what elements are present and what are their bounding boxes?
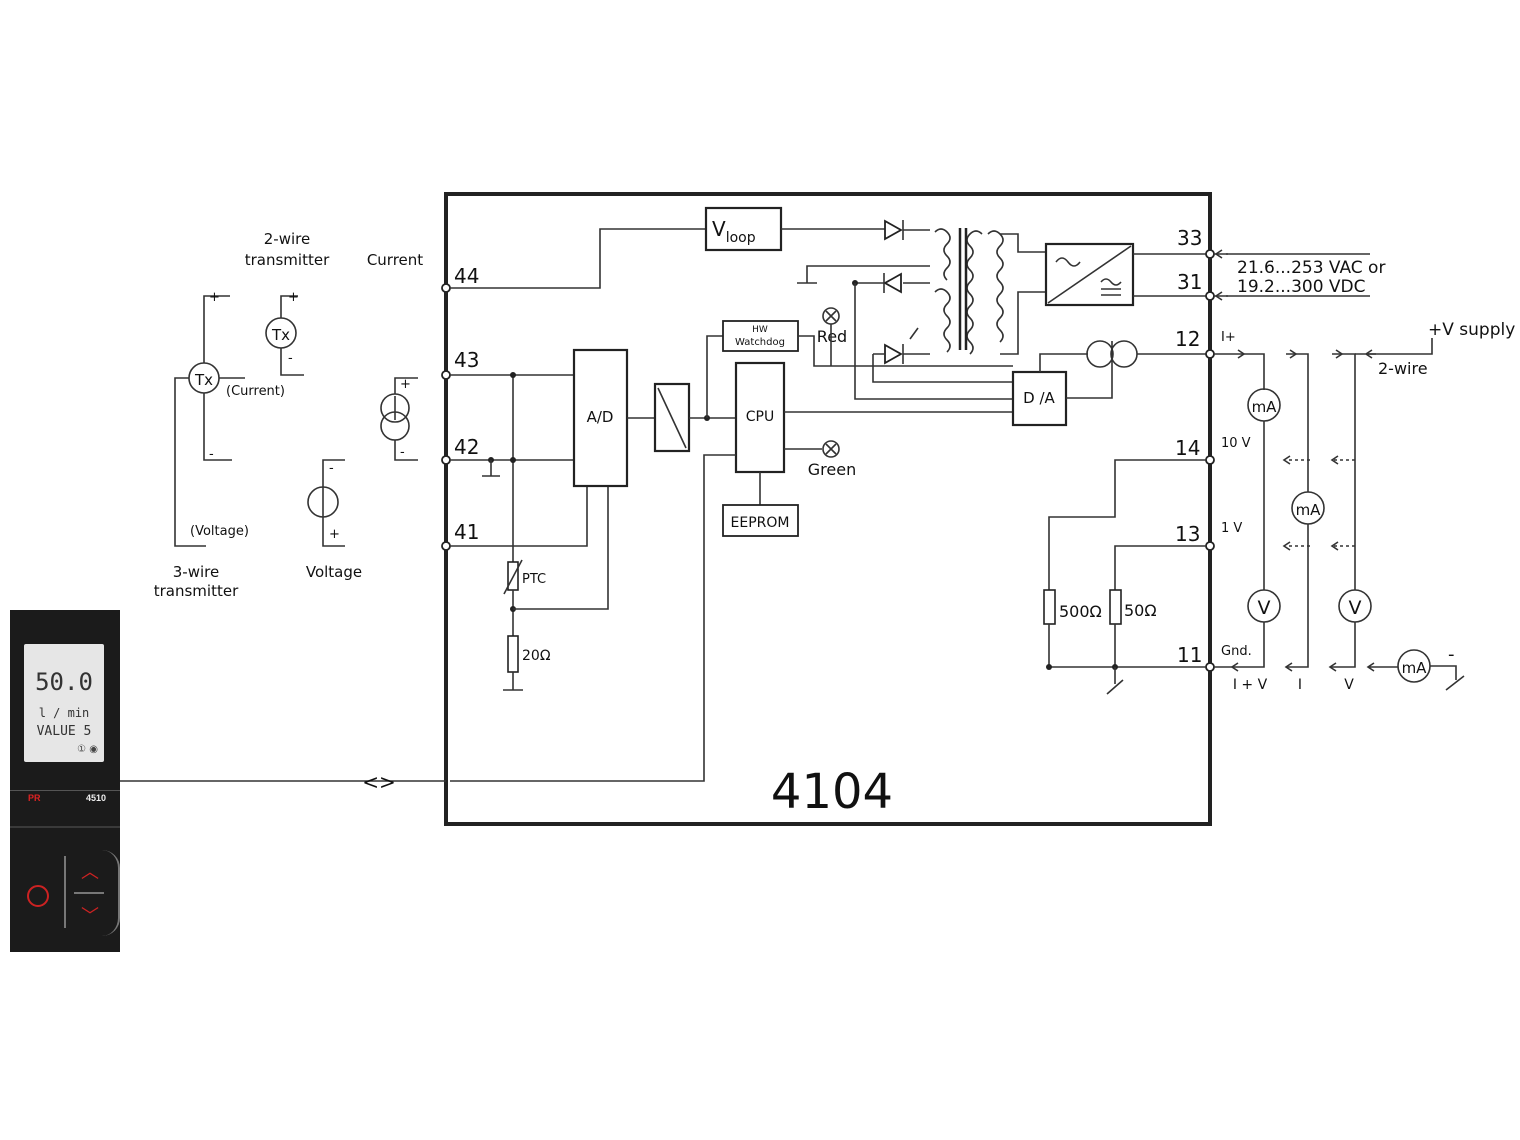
hw-watchdog-block <box>722 320 799 352</box>
minus-label: - <box>1448 644 1455 665</box>
terminal-11: 11 <box>1177 643 1202 667</box>
supply-line-1: 21.6...253 VAC or <box>1237 258 1385 278</box>
vsupply-label: +V supply <box>1428 320 1515 340</box>
brand-logo: PR <box>28 793 41 803</box>
current-source: + - Current <box>367 251 423 461</box>
da-label: D /A <box>1023 389 1055 407</box>
bottom-label-iv: I + V <box>1233 677 1268 693</box>
two-wire-label-2: transmitter <box>245 251 330 269</box>
panel-divider <box>10 826 120 828</box>
tx-2wire-label: Tx <box>271 326 290 344</box>
svg-text:-: - <box>400 445 405 460</box>
svg-text:+: + <box>288 290 299 305</box>
ma-meter-2-label: mA <box>1296 501 1322 519</box>
supply-terminals: 33 31 21.6...253 VAC or 19.2...300 VDC <box>1177 226 1385 301</box>
device-title: 4104 <box>771 764 893 820</box>
red-led: Red <box>817 307 847 346</box>
terminal-33: 33 <box>1177 226 1202 250</box>
svg-text:+: + <box>400 377 411 392</box>
bottom-label-i: I <box>1298 677 1302 693</box>
button-separator <box>64 856 66 928</box>
terminal-42: 42 <box>454 435 479 459</box>
display-separator <box>10 790 120 791</box>
hw-label: HW <box>752 325 768 335</box>
display-value: 50.0 <box>35 668 93 696</box>
ma-meter-4-label: mA <box>1402 659 1428 677</box>
two-wire-label-1: 2-wire <box>264 230 310 248</box>
down-arrow-button[interactable]: ﹀ <box>81 906 99 927</box>
eeprom-label: EEPROM <box>731 515 790 531</box>
label-gnd: Gnd. <box>1221 644 1252 659</box>
terminal-43: 43 <box>454 348 479 372</box>
ad-label: A/D <box>587 408 614 426</box>
terminal-13: 13 <box>1175 522 1200 546</box>
label-1v: 1 V <box>1221 521 1242 536</box>
up-arrow-button[interactable]: ︿ <box>81 862 99 883</box>
terminal-31: 31 <box>1177 270 1202 294</box>
device-4104-box <box>444 192 1212 826</box>
svg-text:-: - <box>209 447 214 462</box>
button-frame-arc <box>102 850 120 936</box>
watchdog-label: Watchdog <box>735 337 785 348</box>
current-note: (Current) <box>226 384 285 399</box>
voltage-label: Voltage <box>306 563 362 581</box>
voltage-source: - + Voltage <box>306 459 362 581</box>
comm-arrow: <> <box>362 770 396 794</box>
display-status-icons: ① ◉ <box>77 744 98 755</box>
green-led: Green <box>808 440 856 479</box>
ma-meter-1-label: mA <box>1252 398 1278 416</box>
r20-label: 20Ω <box>522 648 551 664</box>
r500-label: 500Ω <box>1059 602 1102 621</box>
label-i-plus: I+ <box>1221 330 1236 345</box>
two-wire-transmitter: 2-wire transmitter Tx + - <box>245 230 330 376</box>
two-wire-output-label: 2-wire <box>1378 359 1428 378</box>
vloop-block <box>704 206 783 252</box>
current-label: Current <box>367 251 423 269</box>
output-terminals: 12 14 13 11 I+ 10 V 1 V Gnd. <box>1175 327 1252 672</box>
bottom-label-v: V <box>1344 677 1354 693</box>
model-number: 4510 <box>86 793 107 803</box>
three-wire-label-1: 3-wire <box>173 563 219 581</box>
input-terminals: 44 43 42 41 <box>441 264 479 551</box>
tx-3wire-label: Tx <box>194 371 213 389</box>
v-meter-1-label: V <box>1258 597 1271 619</box>
terminal-12: 12 <box>1175 327 1200 351</box>
three-wire-label-2: transmitter <box>154 582 239 600</box>
v-meter-3-label: V <box>1349 597 1362 619</box>
svg-text:-: - <box>288 351 293 366</box>
svg-text:+: + <box>329 527 340 542</box>
display-tag: VALUE 5 <box>36 724 92 739</box>
three-wire-transmitter: Tx + - (Current) (Voltage) 3-wire transm… <box>154 290 285 600</box>
voltage-note: (Voltage) <box>190 524 249 539</box>
transformer <box>934 228 1046 355</box>
svg-text:+: + <box>209 290 220 305</box>
terminal-41: 41 <box>454 520 479 544</box>
ad-block <box>572 348 629 488</box>
display-unit-4510: 50.0 l / min VALUE 5 ① ◉ PR 4510 ︿ ﹀ <box>10 610 120 952</box>
vloop-label: Vloop <box>712 217 756 246</box>
button-divider <box>74 892 104 894</box>
supply-line-2: 19.2...300 VDC <box>1237 277 1366 297</box>
da-block <box>1011 370 1068 427</box>
label-10v: 10 V <box>1221 436 1251 451</box>
red-label: Red <box>817 327 847 346</box>
terminal-44: 44 <box>454 264 479 288</box>
diodes <box>855 219 930 365</box>
eeprom-block <box>722 504 799 537</box>
terminal-14: 14 <box>1175 436 1200 460</box>
display-unit-text: l / min <box>38 706 90 720</box>
cpu-label: CPU <box>746 409 774 425</box>
r50-label: 50Ω <box>1124 601 1157 620</box>
green-label: Green <box>808 460 856 479</box>
lcd-screen: 50.0 l / min VALUE 5 ① ◉ <box>24 644 104 762</box>
output-meters: mA V mA V +V supply 2-wire mA - I + V <box>1214 320 1515 693</box>
ptc-label: PTC <box>522 572 546 587</box>
ok-button[interactable] <box>27 885 49 907</box>
cpu-block <box>734 361 786 474</box>
svg-text:-: - <box>329 461 334 476</box>
